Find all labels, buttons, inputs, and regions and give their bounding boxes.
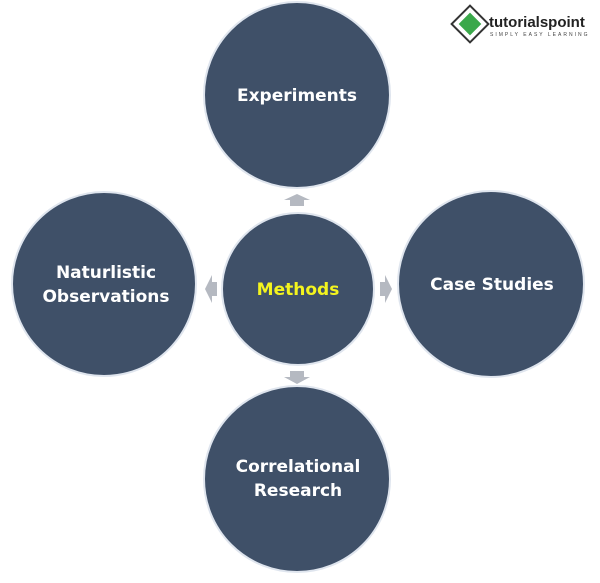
node-bottom-line2: Research [254,481,342,501]
arrows [205,194,392,384]
arrow-down-icon [284,371,310,384]
logo-brand: tutorialspoint [489,14,585,31]
node-right: Case Studies [397,190,585,378]
arrow-right-icon [380,275,392,303]
node-right-label: Case Studies [430,275,554,295]
node-bottom-line1: Correlational [236,457,361,477]
node-top: Experiments [203,1,391,189]
node-bottom: Correlational Research [203,385,391,573]
node-left-line2: Observations [42,287,169,307]
node-left-line1: Naturlistic [56,263,156,283]
arrow-left-icon [205,275,217,303]
center-label: Methods [257,280,340,300]
logo: tutorialspoint SIMPLY EASY LEARNING [450,4,589,44]
node-center: Methods [221,212,375,366]
node-left: Naturlistic Observations [11,191,197,377]
logo-tagline: SIMPLY EASY LEARNING [490,32,589,38]
arrow-up-icon [284,194,310,206]
logo-icon [450,4,490,44]
node-top-label: Experiments [237,86,357,106]
